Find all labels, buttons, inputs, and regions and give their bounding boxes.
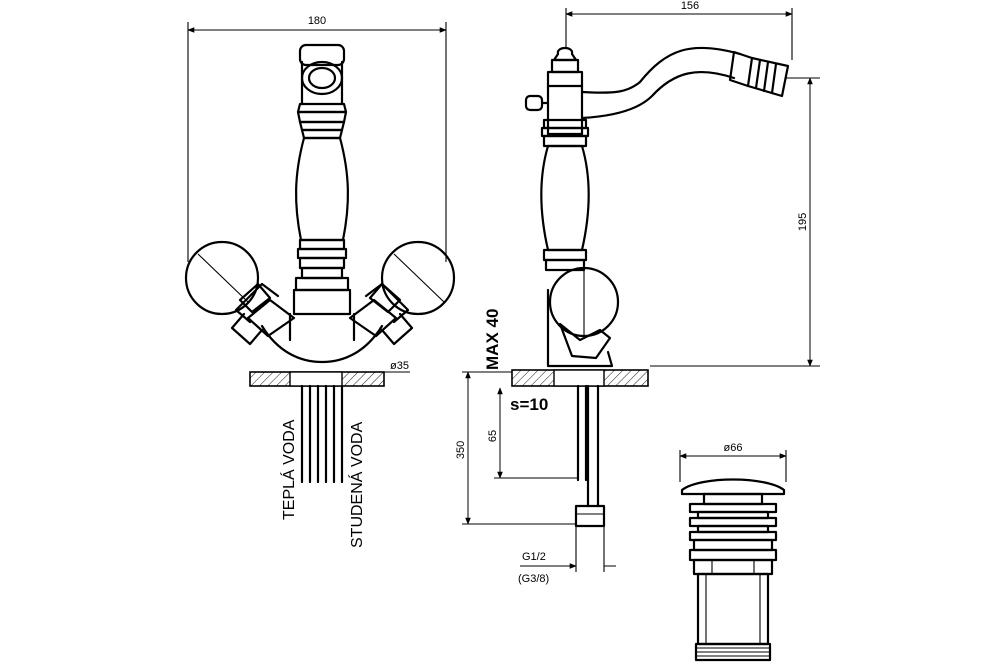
side-width-label: 156 <box>681 0 699 12</box>
front-knob-hot <box>184 240 296 346</box>
front-width-label: 180 <box>308 15 326 27</box>
side-knob <box>546 266 620 368</box>
front-spout-head <box>298 43 346 106</box>
thread-main-label: G1/2 <box>522 551 546 563</box>
front-hoses <box>300 384 344 484</box>
thread-length-label: 65 <box>487 430 499 442</box>
height-label: 195 <box>797 213 809 231</box>
hot-water-label: TEPLÁ VODA <box>279 419 298 520</box>
side-lever-stub <box>524 94 544 112</box>
side-view: 156 <box>455 0 820 585</box>
hose-length-label: 350 <box>455 441 467 459</box>
drain-diameter-label: ø66 <box>724 442 743 454</box>
front-knob-cold <box>348 240 456 346</box>
side-hose-nut <box>574 504 606 528</box>
thread-alt-label: (G3/8) <box>518 573 549 585</box>
side-spout <box>580 46 790 120</box>
cold-water-label: STUDENÁ VODA <box>347 421 366 548</box>
wall-thickness-label: s=10 <box>510 395 548 414</box>
drain-cap <box>680 478 786 496</box>
front-view: 180 <box>184 15 456 548</box>
hole-diameter-label: ø35 <box>390 360 409 372</box>
max-thickness-label: MAX 40 <box>483 309 502 370</box>
drain-body <box>696 572 770 646</box>
drain-view: ø66 <box>679 442 787 662</box>
